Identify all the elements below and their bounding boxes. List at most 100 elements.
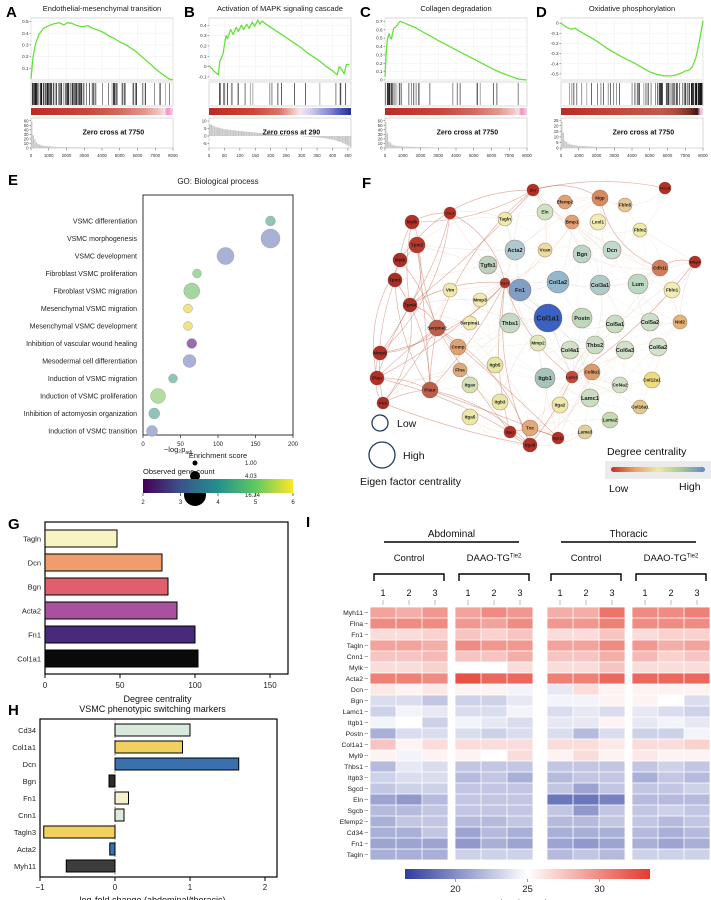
row-label-myh11-0: Myh11 — [343, 610, 363, 617]
node-cnn1 — [443, 206, 457, 220]
x-tick-label: 6000 — [487, 153, 497, 158]
heatmap-cell — [370, 629, 396, 640]
heatmap-cell — [547, 827, 573, 838]
colorbar-tick: 30 — [594, 884, 605, 895]
node-thbs1 — [499, 312, 521, 334]
x-tick-label: 0 — [43, 681, 48, 690]
edge — [537, 342, 621, 386]
heatmap-cell — [632, 750, 658, 761]
node-label-lama3: Lama3 — [578, 430, 593, 435]
heatmap-cell — [573, 651, 599, 662]
x-tick-label: 6000 — [133, 153, 143, 158]
heatmap-cell — [481, 750, 507, 761]
heatmap-cell — [455, 717, 481, 728]
es-tick-label: 0.5 — [22, 19, 29, 24]
category-label: Col1a1 — [12, 743, 36, 752]
edge — [594, 267, 661, 346]
metric-tick-label: 60 — [378, 118, 383, 123]
node-label-col5a1: Col5a1 — [606, 322, 624, 328]
heatmap-cell — [684, 805, 710, 816]
heatmap-cell — [422, 761, 448, 772]
x-tick-label: 100 — [188, 681, 202, 690]
node-tagln — [497, 211, 513, 227]
column-number: 3 — [609, 588, 614, 598]
node-label-mylk: Mylk — [407, 220, 418, 225]
heatmap-cell — [455, 673, 481, 684]
row-label-bgn-8: Bgn — [351, 698, 363, 705]
node-serpine2 — [428, 319, 446, 337]
heatmap-cell — [507, 706, 533, 717]
category-label: Bgn — [28, 583, 41, 592]
heatmap-cell — [481, 816, 507, 827]
heatmap-cell — [370, 651, 396, 662]
heatmap-cell — [658, 849, 684, 860]
heatmap-cell — [370, 684, 396, 695]
heatmap-cell — [455, 695, 481, 706]
heatmap-cell — [632, 673, 658, 684]
heatmap-cell — [599, 805, 625, 816]
rank-colorbar — [209, 108, 351, 115]
es-tick-label: 0.3 — [200, 33, 207, 38]
size-legend-value: 16.24 — [245, 493, 261, 499]
node-col16a1 — [632, 399, 648, 415]
heatmap-cell — [599, 651, 625, 662]
heatmap-cell — [422, 849, 448, 860]
node-mfap4 — [688, 255, 702, 269]
heatmap-cell — [573, 816, 599, 827]
node-tpm2 — [408, 236, 426, 254]
colorbar-tick: 25 — [522, 884, 533, 895]
heatmap-cell — [684, 827, 710, 838]
zero-cross-label: Zero cross at 7750 — [83, 130, 145, 137]
edge — [379, 289, 451, 354]
edge — [376, 282, 506, 379]
heatmap-cell — [599, 673, 625, 684]
dotplot-title: GO: Biological process — [177, 177, 258, 186]
node-col3a1 — [589, 274, 611, 296]
heatmap-cell — [370, 827, 396, 838]
heatmap-cell — [632, 662, 658, 673]
node-lama2 — [601, 411, 619, 429]
edge — [614, 261, 696, 325]
eigen-high-circle — [368, 441, 396, 469]
heatmap-cell — [547, 739, 573, 750]
heatmap-cell — [455, 805, 481, 816]
heatmap-cell — [658, 739, 684, 750]
node-fn1 — [508, 278, 532, 302]
heatmap-cell — [396, 640, 422, 651]
category-label: Mesodermal cell differentiation — [42, 359, 137, 366]
heatmap-cell — [481, 695, 507, 706]
degree-legend-bar — [611, 467, 705, 472]
heatmap-cell — [573, 794, 599, 805]
gsea-title: Oxidative phosphorylation — [589, 4, 675, 13]
heatmap-cell — [632, 739, 658, 750]
row-label-mylk-5: Mylk — [349, 665, 364, 672]
gsea-title: Activation of MAPK signaling cascade — [217, 4, 343, 13]
rank-colorbar — [385, 108, 527, 115]
category-label: Myh11 — [14, 862, 36, 871]
gsea-title: Endothelial-mesenchymal transition — [43, 4, 161, 13]
heatmap-cell — [599, 750, 625, 761]
node-label-pls3: Pls3 — [379, 401, 386, 405]
heatmap-cell — [481, 728, 507, 739]
heatmap-cell — [547, 706, 573, 717]
heatmap-cell — [396, 728, 422, 739]
node-label-serpine2: Serpine2 — [427, 326, 447, 331]
heatmap-cell — [507, 684, 533, 695]
category-label: Acta2 — [22, 607, 41, 616]
hit-ticks — [31, 83, 170, 105]
heatmap-cell — [599, 706, 625, 717]
heatmap-cell — [396, 629, 422, 640]
edge — [416, 244, 438, 329]
heatmap-cell — [684, 761, 710, 772]
gsea-title: Collagen degradation — [420, 4, 491, 13]
node-mylk — [404, 214, 420, 230]
bar-dcn — [114, 757, 240, 771]
heatmap-cell — [547, 728, 573, 739]
heatmap-cell — [573, 761, 599, 772]
zero-cross-label: Zero cross at 290 — [263, 130, 321, 137]
edge — [469, 322, 571, 352]
node-acta2 — [504, 239, 526, 261]
heatmap-cell — [481, 849, 507, 860]
